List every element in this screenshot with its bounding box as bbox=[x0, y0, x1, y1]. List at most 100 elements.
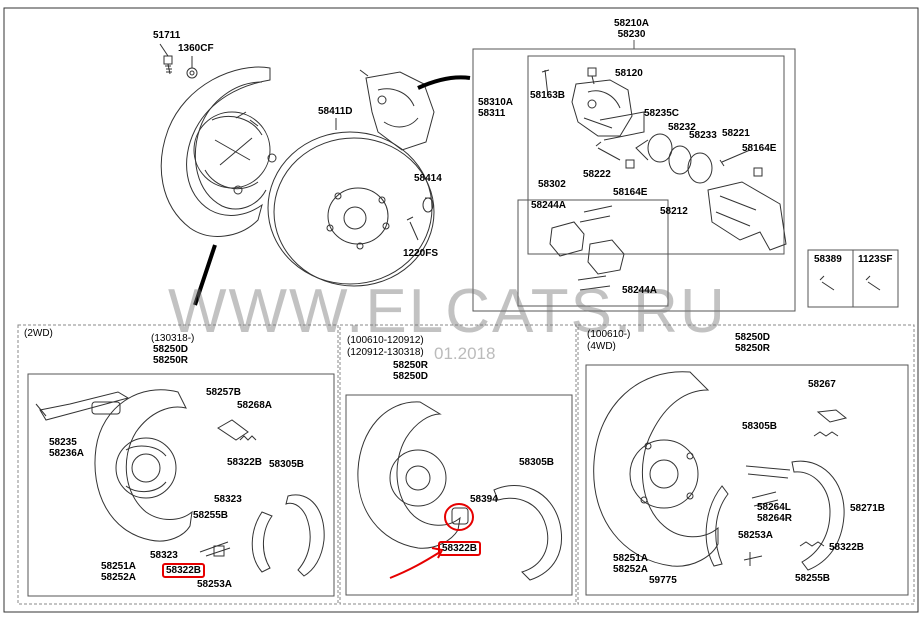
label-58322B-mid-highlighted[interactable]: 58322B bbox=[438, 541, 482, 556]
label-58250D-mid[interactable]: 58250D bbox=[393, 371, 429, 382]
bolt-58120 bbox=[587, 67, 597, 85]
caliper-subbox bbox=[527, 55, 785, 255]
label-58414[interactable]: 58414 bbox=[414, 173, 442, 184]
label-58268A[interactable]: 58268A bbox=[237, 400, 273, 411]
label-1220FS[interactable]: 1220FS bbox=[403, 248, 439, 259]
leader-caliper bbox=[417, 75, 471, 90]
label-58250R-4wd[interactable]: 58250R bbox=[735, 343, 771, 354]
label-58257B[interactable]: 58257B bbox=[206, 387, 242, 398]
shoes-4wd bbox=[705, 460, 845, 571]
label-58212[interactable]: 58212 bbox=[660, 206, 688, 217]
label-1123SF[interactable]: 1123SF bbox=[858, 254, 893, 265]
label-58236A[interactable]: 58236A bbox=[49, 448, 85, 459]
lever-58394 bbox=[451, 507, 469, 525]
label-58252A-4wd[interactable]: 58252A bbox=[613, 564, 649, 575]
label-58244A-b[interactable]: 58244A bbox=[622, 285, 658, 296]
section-mid-date-1: (100610-120912) bbox=[347, 335, 424, 346]
bolt-58222 bbox=[595, 141, 621, 161]
backing-plate-4wd bbox=[593, 371, 719, 567]
label-58221[interactable]: 58221 bbox=[722, 128, 750, 139]
label-58222[interactable]: 58222 bbox=[583, 169, 611, 180]
label-58244A-a[interactable]: 58244A bbox=[531, 200, 567, 211]
bracket-58235 bbox=[35, 391, 130, 421]
label-58251A-4wd[interactable]: 58251A bbox=[613, 553, 649, 564]
caliper-box-header: 58210A 58230 bbox=[614, 18, 649, 40]
pad-piece bbox=[91, 401, 121, 415]
adjuster-2wd bbox=[199, 541, 231, 557]
section-4wd-frame bbox=[577, 324, 915, 605]
label-58232[interactable]: 58232 bbox=[668, 122, 696, 133]
label-58251A-2wd[interactable]: 58251A bbox=[101, 561, 137, 572]
label-58250R-mid[interactable]: 58250R bbox=[393, 360, 429, 371]
label-58252A-2wd[interactable]: 58252A bbox=[101, 572, 137, 583]
label-58394[interactable]: 58394 bbox=[470, 494, 498, 505]
label-58253A-4wd[interactable]: 58253A bbox=[738, 530, 774, 541]
section-2wd-title: (2WD) bbox=[24, 328, 53, 339]
washer-1360CF bbox=[186, 56, 198, 79]
parts-4wd-mid bbox=[743, 409, 848, 566]
label-58311[interactable]: 58311 bbox=[478, 108, 506, 119]
plug-58414 bbox=[422, 197, 434, 213]
section-mid-frame bbox=[339, 324, 577, 605]
label-58164E-b[interactable]: 58164E bbox=[613, 187, 648, 198]
label-58267[interactable]: 58267 bbox=[808, 379, 836, 390]
label-58310A[interactable]: 58310A bbox=[478, 97, 514, 108]
label-58235-group: 58235 58236A bbox=[49, 437, 84, 459]
label-58120[interactable]: 58120 bbox=[615, 68, 643, 79]
label-58255B-2wd[interactable]: 58255B bbox=[193, 510, 229, 521]
watermark-date: 01.2018 bbox=[434, 344, 496, 363]
section-4wd-title: (4WD) bbox=[587, 341, 616, 352]
label-58250R-2wd[interactable]: 58250R bbox=[153, 355, 189, 366]
label-58264-group: 58264L 58264R bbox=[757, 502, 792, 524]
label-58230[interactable]: 58230 bbox=[617, 29, 646, 40]
backing-plate-2wd bbox=[94, 389, 193, 542]
label-58305B-4wd[interactable]: 58305B bbox=[742, 421, 778, 432]
caliper-assembly-top bbox=[359, 69, 435, 151]
label-58255B-4wd[interactable]: 58255B bbox=[795, 573, 831, 584]
label-58250D-4wd[interactable]: 58250D bbox=[735, 332, 771, 343]
label-58251A-group: 58251A 58252A bbox=[101, 561, 136, 583]
pad-subbox bbox=[517, 199, 669, 307]
label-58305B-2wd[interactable]: 58305B bbox=[269, 459, 305, 470]
outer-frame bbox=[3, 7, 919, 613]
label-58322B-4wd[interactable]: 58322B bbox=[829, 542, 865, 553]
label-1360CF[interactable]: 1360CF bbox=[178, 43, 214, 54]
bolt-58221 bbox=[719, 149, 751, 167]
highlight-circle bbox=[444, 503, 474, 531]
label-58163B[interactable]: 58163B bbox=[530, 90, 566, 101]
label-58310A-group: 58310A 58311 bbox=[478, 97, 513, 119]
label-58264R[interactable]: 58264R bbox=[757, 513, 793, 524]
bolt-51711 bbox=[159, 43, 173, 75]
label-58305B-mid[interactable]: 58305B bbox=[519, 457, 555, 468]
label-58411D[interactable]: 58411D bbox=[318, 106, 353, 117]
label-58235C[interactable]: 58235C bbox=[644, 108, 680, 119]
label-58322B-2wd-highlighted[interactable]: 58322B bbox=[162, 563, 206, 578]
label-58250D-2wd[interactable]: 58250D bbox=[153, 344, 189, 355]
label-58253A-2wd[interactable]: 58253A bbox=[197, 579, 233, 590]
caliper-body bbox=[571, 79, 645, 141]
label-51711[interactable]: 51711 bbox=[153, 30, 181, 41]
cap-58164E-b bbox=[625, 159, 635, 169]
label-58323-b[interactable]: 58323 bbox=[150, 550, 178, 561]
label-58235[interactable]: 58235 bbox=[49, 437, 77, 448]
section-mid-date-2: (120912-130318) bbox=[347, 347, 424, 358]
label-58164E-a[interactable]: 58164E bbox=[742, 143, 777, 154]
section-4wd-date: (100610-) bbox=[587, 329, 631, 340]
label-58264L[interactable]: 58264L bbox=[757, 502, 791, 513]
label-58323-a[interactable]: 58323 bbox=[214, 494, 242, 505]
section-4wd-inner bbox=[585, 364, 909, 596]
carrier-58212 bbox=[707, 181, 787, 251]
label-58271B[interactable]: 58271B bbox=[850, 503, 886, 514]
label-58302[interactable]: 58302 bbox=[538, 179, 566, 190]
label-58322B-2wd-a[interactable]: 58322B bbox=[227, 457, 263, 468]
label-59775[interactable]: 59775 bbox=[649, 575, 677, 586]
backing-plate-mid bbox=[357, 401, 461, 549]
backing-plate-top bbox=[160, 66, 277, 237]
shoe-mid bbox=[493, 485, 562, 581]
label-58210A[interactable]: 58210A bbox=[614, 18, 650, 29]
label-58233[interactable]: 58233 bbox=[689, 130, 717, 141]
watermark-text: WWW.ELCATS.RU bbox=[168, 277, 727, 346]
piston-seal bbox=[635, 133, 713, 184]
label-58389[interactable]: 58389 bbox=[814, 254, 842, 265]
